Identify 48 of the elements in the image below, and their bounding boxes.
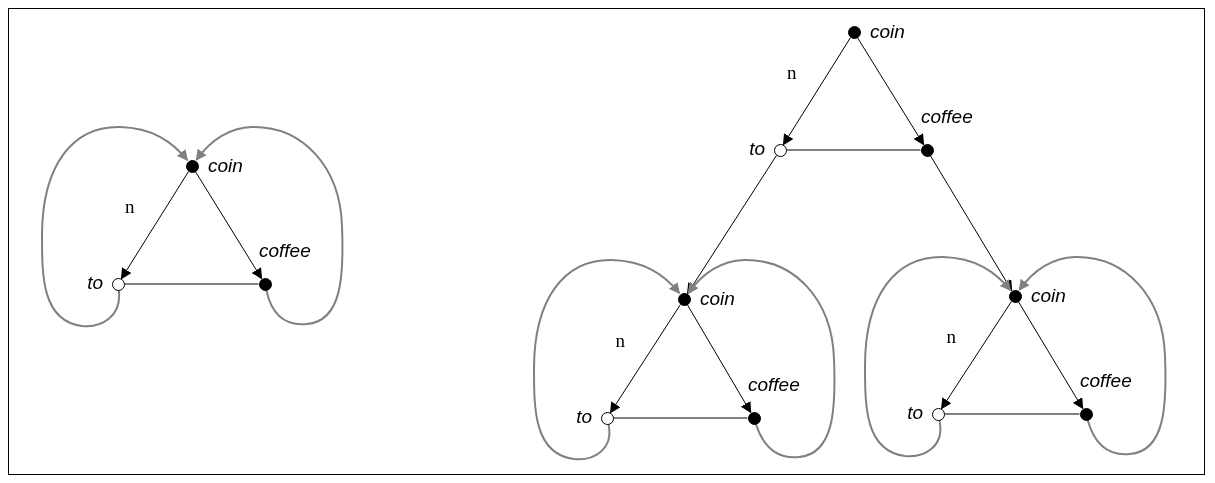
arrow [1017, 301, 1084, 410]
arrow [41, 126, 189, 328]
node-label: coffee [259, 240, 311, 262]
state-circle [600, 411, 614, 425]
node-label: to [749, 138, 765, 160]
connector-line [123, 283, 260, 285]
arrow [687, 259, 836, 459]
arrow [856, 37, 925, 146]
node-label: coffee [748, 374, 800, 396]
node-label: coin [1031, 285, 1066, 307]
arrow [195, 126, 344, 326]
state-dot [747, 411, 761, 425]
state-circle [111, 277, 125, 291]
node-label: to [907, 402, 923, 424]
node-label: coffee [1080, 370, 1132, 392]
edge-label: n [946, 327, 956, 347]
state-dot [1008, 289, 1022, 303]
state-circle [773, 143, 787, 157]
arrow [686, 304, 752, 414]
arrow [194, 171, 263, 280]
node-label: to [87, 272, 103, 294]
arrow [609, 303, 681, 414]
state-dot [258, 277, 272, 291]
state-dot [1079, 407, 1093, 421]
arrow [940, 300, 1012, 410]
state-circle [931, 407, 945, 421]
state-dot [920, 143, 934, 157]
arrow [864, 256, 1012, 458]
node-label: coin [208, 155, 243, 177]
edge-label: n [787, 63, 797, 83]
node-label: coffee [921, 106, 973, 128]
arrow [120, 171, 190, 280]
arrow [686, 154, 777, 295]
connector-line [612, 417, 749, 419]
arrow [1018, 256, 1167, 456]
edge-label: n [125, 197, 135, 217]
arrow [782, 37, 852, 146]
connector-line [785, 149, 922, 151]
state-dot [677, 292, 691, 306]
node-label: to [576, 406, 592, 428]
state-dot [185, 159, 199, 173]
connector-line [943, 413, 1081, 415]
edge-label: n [615, 330, 625, 351]
node-label: coin [870, 21, 905, 43]
state-dot [847, 25, 861, 39]
arrow [929, 155, 1013, 292]
arrow [533, 259, 681, 461]
node-label: coin [700, 288, 735, 310]
